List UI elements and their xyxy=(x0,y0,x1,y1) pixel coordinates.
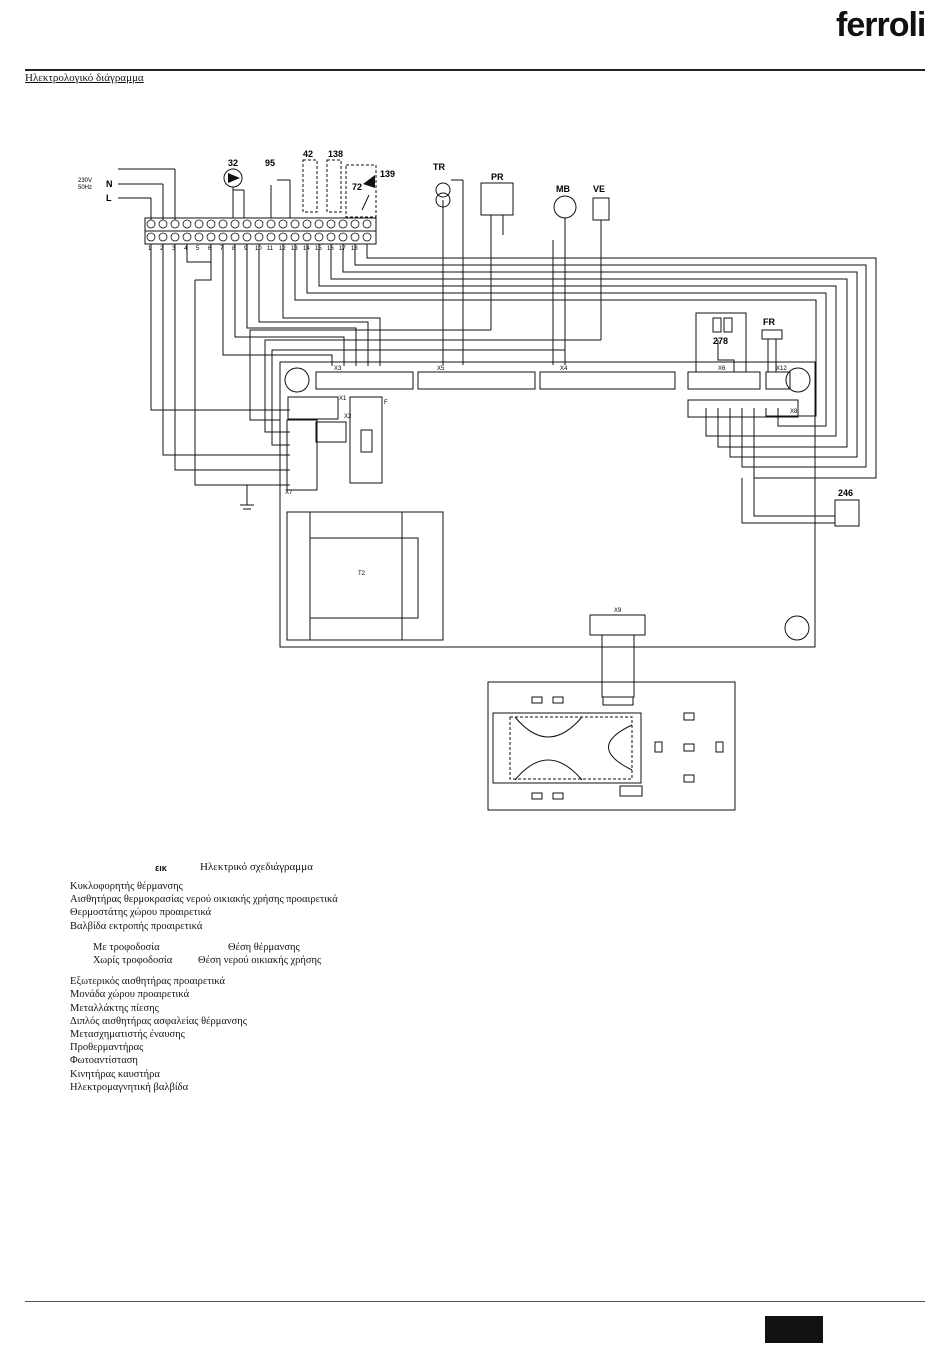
terminal-number: 17 xyxy=(339,246,346,252)
component-246-label: 246 xyxy=(838,488,853,498)
legend-sub-value: Θέση θέρμανσης xyxy=(228,941,300,953)
terminal-number: 11 xyxy=(267,246,274,252)
legend-sub-label: Χωρίς τροφοδοσία xyxy=(93,955,173,967)
legend-sub-item: Με τροφοδοσία Θέση θέρμανσης xyxy=(70,941,338,954)
terminal-number: 5 xyxy=(196,246,200,252)
component-fr-label: FR xyxy=(763,317,775,327)
connector-x4-label: X4 xyxy=(560,366,568,372)
component-ve-label: VE xyxy=(593,184,605,194)
terminal-number: 13 xyxy=(291,246,298,252)
page-number-box xyxy=(765,1316,823,1343)
legend-item: Μετασχηματιστής έναυσης xyxy=(70,1029,185,1041)
legend-item: Κινητήρας καυστήρα xyxy=(70,1068,160,1080)
legend-sub-value: Θέση νερού οικιακής χρήσης xyxy=(198,955,322,967)
figure-label: εικ xyxy=(155,863,167,873)
connector-x12-label: X12 xyxy=(776,366,787,372)
connector-x7-label: X7 xyxy=(285,490,293,496)
line-label: L xyxy=(106,193,112,203)
terminal-number: 3 xyxy=(172,246,176,252)
terminal-number: 18 xyxy=(351,246,358,252)
legend-item: Μονάδα χώρου προαιρετικά xyxy=(70,989,190,1001)
terminal-number: 12 xyxy=(279,246,286,252)
terminal-number: 14 xyxy=(303,246,310,252)
legend-item: Εξωτερικός αισθητήρας προαιρετικά xyxy=(70,976,226,988)
legend-item: Θερμοστάτης χώρου προαιρετικά xyxy=(70,907,212,919)
component-139-label: 139 xyxy=(380,169,395,179)
footer-rule xyxy=(25,1301,925,1302)
component-95-label: 95 xyxy=(265,158,275,168)
legend-item: Αισθητήρας θερμοκρασίας νερού οικιακής χ… xyxy=(70,894,338,906)
section-title: Ηλεκτρολογικό διάγραμμα xyxy=(25,72,144,84)
terminal-number: 7 xyxy=(220,246,224,252)
component-72-label: 72 xyxy=(352,182,362,192)
connector-x6-label: X6 xyxy=(718,366,726,372)
terminal-number: 4 xyxy=(184,246,188,252)
component-tr-label: TR xyxy=(433,162,445,172)
legend-item: Ηλεκτρομαγνητική βαλβίδα xyxy=(70,1081,189,1093)
terminal-number: 10 xyxy=(255,246,262,252)
connector-x2-label: X2 xyxy=(344,414,352,420)
figure-title: Ηλεκτρικό σχεδιάγραμμα xyxy=(200,861,313,873)
connector-x3-label: X3 xyxy=(334,366,342,372)
ferroli-logo: ferroli xyxy=(836,6,926,44)
legend-item: Διπλός αισθητήρας ασφαλείας θέρμανσης xyxy=(70,1015,247,1027)
terminal-number: 16 xyxy=(327,246,334,252)
component-pr-label: PR xyxy=(491,172,504,182)
neutral-label: N xyxy=(106,179,113,189)
header-rule xyxy=(25,69,925,71)
component-138-label: 138 xyxy=(328,149,343,159)
legend-item: Κυκλοφορητής θέρμανσης xyxy=(70,881,183,892)
fuse-f-label: F xyxy=(384,400,388,406)
terminal-number: 9 xyxy=(244,246,248,252)
legend-item: Μεταλλάκτης πίεσης xyxy=(70,1002,159,1014)
terminal-number: 2 xyxy=(160,246,164,252)
legend-sub-item: Χωρίς τροφοδοσία Θέση νερού οικιακής χρήσ… xyxy=(70,954,338,967)
supply-frequency-label: 50Hz xyxy=(78,185,92,191)
component-42-label: 42 xyxy=(303,149,313,159)
terminal-number: 8 xyxy=(232,246,236,252)
transformer-t2-label: T2 xyxy=(358,571,366,577)
terminal-number: 15 xyxy=(315,246,322,252)
connector-x9-label: X9 xyxy=(614,608,622,614)
legend-item: Φωτοαντίσταση xyxy=(70,1055,138,1067)
terminal-number: 6 xyxy=(208,246,212,252)
legend-item: Προθερμαντήρας xyxy=(70,1042,144,1054)
terminal-number: 1 xyxy=(148,246,152,252)
connector-x5-label: X5 xyxy=(437,366,445,372)
wiring-diagram: 230V 50Hz N L 32 95 42 138 72 139 TR PR … xyxy=(78,149,877,811)
connector-x1-label: X1 xyxy=(339,396,347,402)
legend-sub-label: Με τροφοδοσία xyxy=(93,941,160,953)
legend: Κυκλοφορητής θέρμανσης Αισθητήρας θερμοκ… xyxy=(70,880,338,1094)
component-278-label: 278 xyxy=(713,336,728,346)
supply-voltage-label: 230V xyxy=(78,178,92,184)
component-32-label: 32 xyxy=(228,158,238,168)
component-mb-label: MB xyxy=(556,184,570,194)
legend-item: Βαλβίδα εκτροπής προαιρετικά xyxy=(70,920,203,932)
connector-x8-label: X8 xyxy=(790,409,798,415)
